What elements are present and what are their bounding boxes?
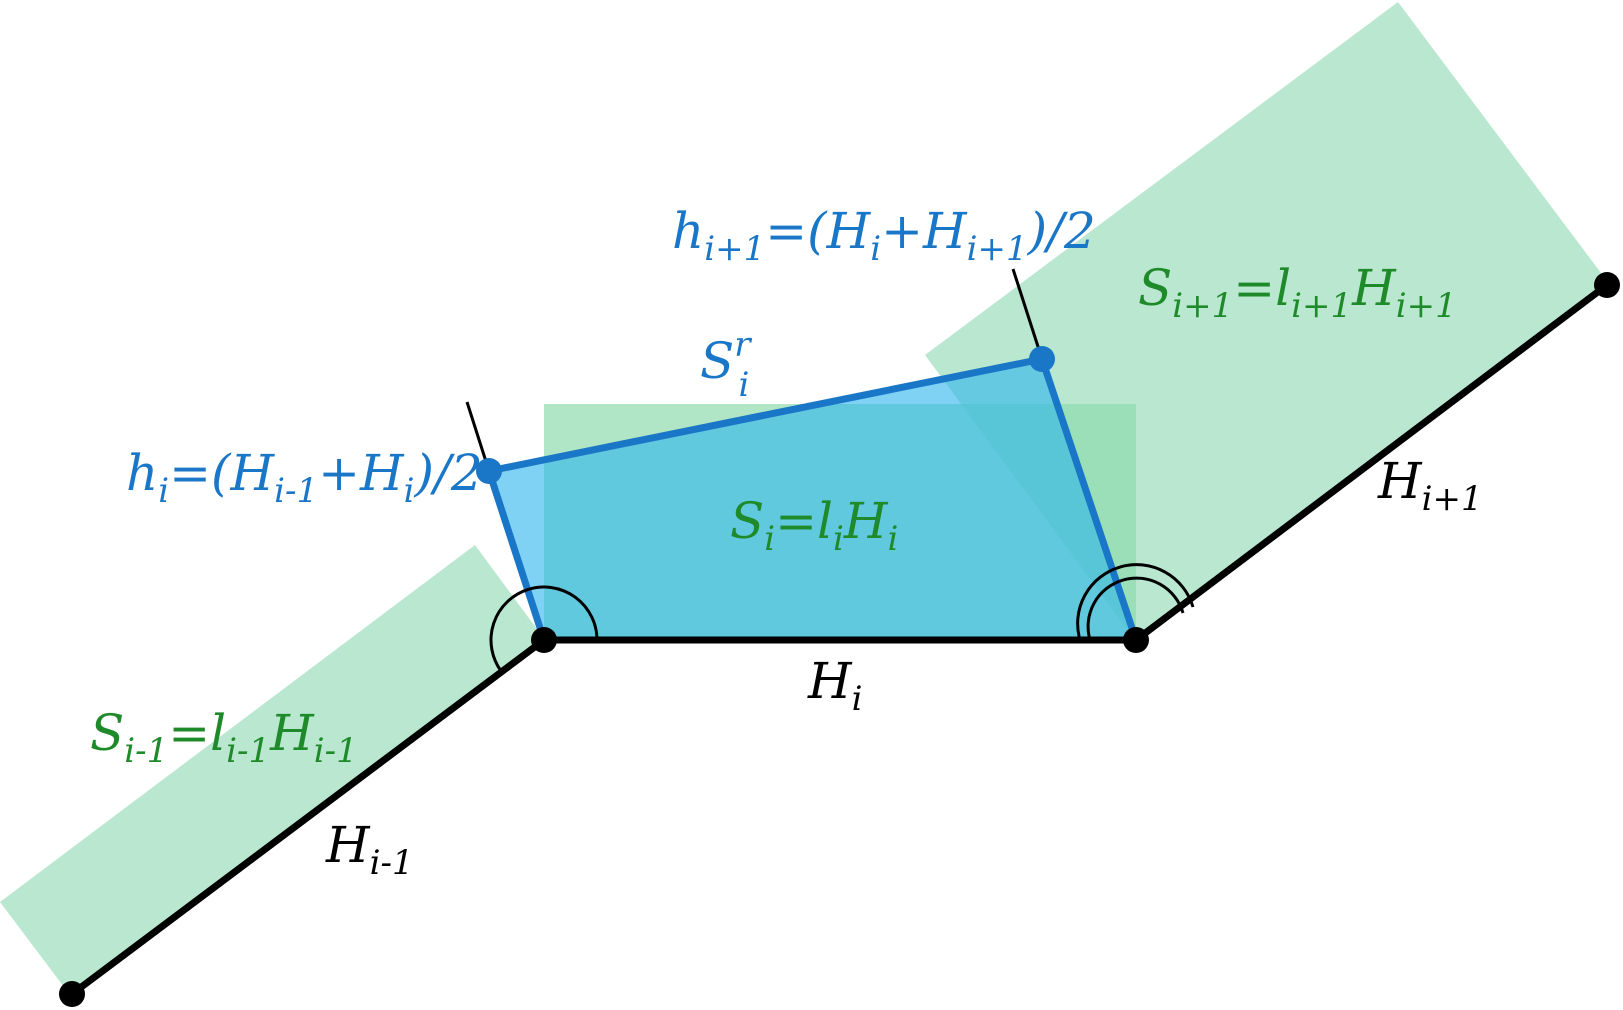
vertex-start bbox=[59, 981, 85, 1007]
strip-i-minus-1 bbox=[0, 545, 545, 995]
label-s-i-minus-1: Si-1=li-1Hi-1 bbox=[90, 704, 358, 771]
angle-arc-left bbox=[489, 585, 599, 672]
normal-tick-right bbox=[1011, 268, 1044, 360]
label-h-i-plus-1-segment: Hi+1 bbox=[1377, 452, 1483, 519]
label-h-i: hi=(Hi-1+Hi)/2 bbox=[126, 444, 483, 511]
vertex-i bbox=[531, 627, 557, 653]
label-s-i-plus-1: Si+1=li+1Hi+1 bbox=[1138, 259, 1457, 326]
label-h-i-minus-1-segment: Hi-1 bbox=[325, 816, 414, 883]
vertex-end bbox=[1594, 272, 1620, 298]
polyline-h bbox=[69, 282, 1610, 997]
blue-point-h-i bbox=[476, 458, 502, 484]
vertex-i-plus-1 bbox=[1123, 627, 1149, 653]
label-s-i: Si=liHi bbox=[730, 492, 898, 559]
angle-arc-right-inner bbox=[1086, 576, 1185, 641]
label-h-i-segment: Hi bbox=[807, 652, 862, 719]
blue-point-h-i-plus-1 bbox=[1029, 346, 1055, 372]
label-h-i-plus-1: hi+1=(Hi+Hi+1)/2 bbox=[672, 202, 1096, 269]
angle-arc-right-outer bbox=[1076, 563, 1195, 641]
